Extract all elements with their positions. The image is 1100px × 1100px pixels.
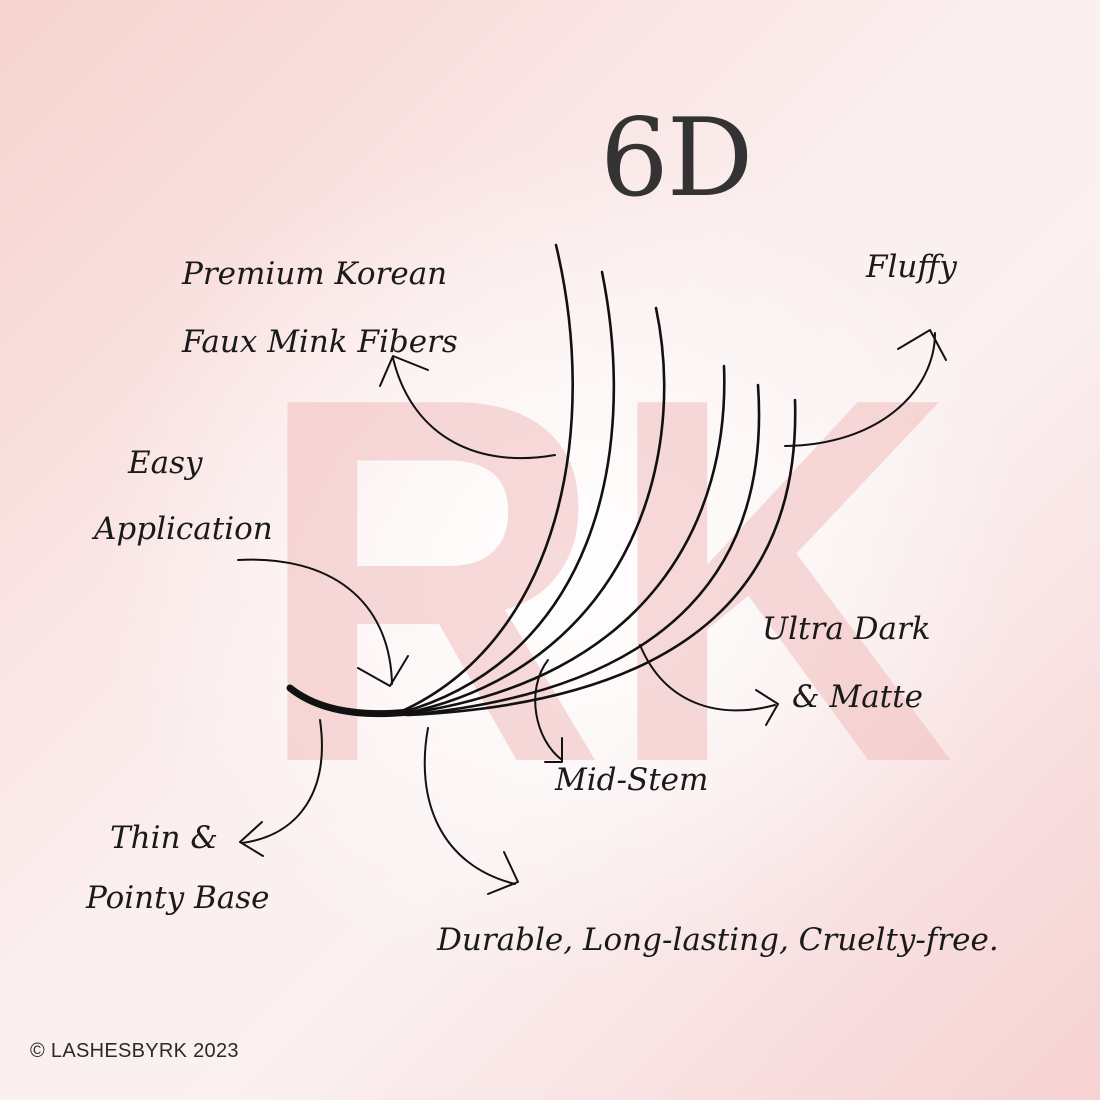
arrow-durable (423, 727, 516, 885)
watermark-text: RK (255, 290, 955, 871)
label-premium-korean: Premium Korean Faux Mink Fibers (182, 240, 458, 376)
callout-arrows (237, 329, 947, 895)
label-thin-line1: Thin & (110, 820, 218, 856)
label-easy-application: Easy Application (94, 430, 273, 562)
arrow-thin-head (239, 821, 264, 857)
arrow-durable-head (487, 851, 519, 895)
label-easy-line2: Application (94, 511, 273, 547)
label-thin-pointy: Thin & Pointy Base (86, 808, 270, 928)
label-premium-line1: Premium Korean (182, 256, 448, 292)
lash-strand-2 (398, 270, 616, 715)
label-premium-line2: Faux Mink Fibers (182, 324, 458, 360)
arrow-premium-head (379, 355, 429, 387)
lash-strand-3 (400, 306, 666, 716)
label-ultra-dark: Ultra Dark & Matte (762, 595, 931, 731)
arrow-fluffy-head (897, 329, 947, 361)
lash-strand-4 (402, 364, 726, 716)
arrow-midstem (534, 659, 563, 761)
label-thin-line2: Pointy Base (86, 880, 270, 916)
arrow-premium (392, 357, 556, 460)
product-title: 6D (600, 96, 753, 221)
arrow-midstem-head (544, 737, 563, 763)
arrow-easy (237, 558, 393, 685)
arrow-easy-head (357, 655, 409, 687)
copyright-text: © LASHESBYRK 2023 (30, 1040, 239, 1062)
label-ultra-line1: Ultra Dark (762, 611, 931, 647)
arrow-thin (241, 719, 323, 844)
label-mid-stem: Mid-Stem (555, 762, 709, 798)
arrow-ultra-head (755, 689, 779, 726)
label-easy-line1: Easy (128, 445, 203, 481)
arrow-fluffy (784, 332, 936, 447)
lash-strand-5 (404, 383, 761, 717)
label-durable: Durable, Long-lasting, Cruelty-free. (437, 922, 999, 958)
lash-strands (286, 243, 797, 718)
arrow-ultra (639, 644, 776, 712)
label-fluffy: Fluffy (866, 249, 957, 285)
lash-strand-1 (398, 243, 574, 714)
lash-strand-6 (406, 398, 797, 717)
label-ultra-line2: & Matte (792, 679, 923, 715)
lash-base (286, 684, 414, 718)
